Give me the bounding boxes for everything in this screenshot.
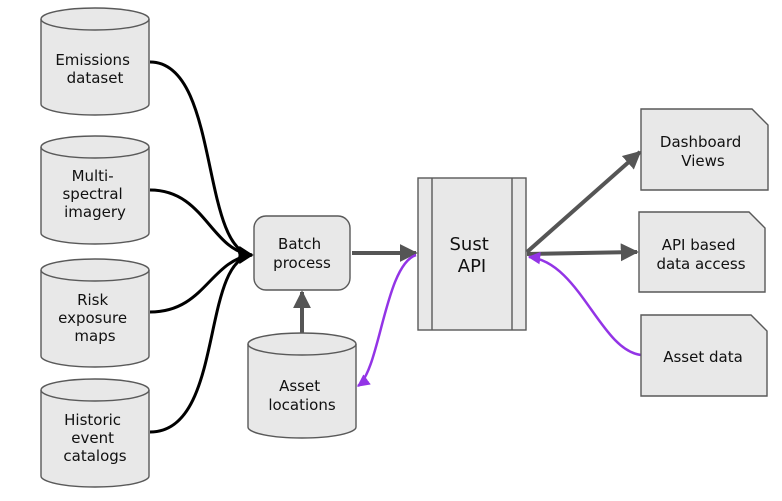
batch-process-node: Batch process: [253, 215, 351, 291]
asset-data-line-1: Asset data: [663, 348, 743, 366]
connectors: [149, 60, 642, 434]
api-label: Sust API: [449, 234, 494, 277]
risk-line-1: Risk: [77, 291, 108, 309]
source-historic-event-catalogs: Historic event catalogs: [40, 378, 150, 488]
output-dashboard-views: Dashboard Views: [640, 108, 769, 191]
dashboard-label: Dashboard Views: [660, 133, 746, 170]
api-line-1: Sust: [449, 234, 488, 255]
asset-locations-line-2: locations: [268, 396, 336, 414]
edge-asset-data-to-api: [527, 251, 642, 357]
api-access-label: API based data access: [656, 236, 745, 273]
multispectral-line-2: spectral: [62, 185, 122, 203]
source-emissions-dataset: Emissions dataset: [40, 7, 150, 116]
edge-api-to-api-access: [526, 243, 639, 262]
emissions-line-1: Emissions: [55, 51, 130, 69]
edge-api-to-asset-locations: [356, 253, 417, 388]
api-access-line-2: data access: [656, 255, 745, 273]
asset-locations-db: Asset locations: [247, 332, 357, 439]
batch-label: Batch process: [273, 235, 331, 272]
source-risk-exposure-maps: Risk exposure maps: [40, 258, 150, 368]
historic-label: Historic event catalogs: [63, 411, 126, 465]
emissions-line-2: dataset: [67, 69, 124, 87]
risk-line-2: exposure: [58, 309, 127, 327]
output-api-data-access: API based data access: [638, 211, 766, 293]
asset-locations-label: Asset locations: [268, 377, 336, 414]
emissions-label: Emissions dataset: [55, 51, 134, 87]
risk-line-3: maps: [74, 327, 115, 345]
multispectral-label: Multi- spectral imagery: [62, 167, 127, 221]
risk-label: Risk exposure maps: [58, 291, 132, 345]
historic-line-3: catalogs: [63, 447, 126, 465]
edge-emissions-to-batch: [149, 60, 254, 262]
api-access-line-1: API based: [662, 236, 736, 254]
historic-line-2: event: [71, 429, 114, 447]
multispectral-line-1: Multi-: [72, 167, 114, 185]
asset-locations-line-1: Asset: [279, 377, 320, 395]
sust-api-node: Sust API: [417, 177, 527, 331]
multispectral-line-3: imagery: [64, 203, 126, 221]
source-multispectral-imagery: Multi- spectral imagery: [40, 135, 150, 245]
batch-line-1: Batch: [278, 235, 321, 253]
dashboard-line-1: Dashboard: [660, 133, 741, 151]
edge-historic-to-batch: [149, 248, 254, 434]
edge-api-to-dashboard: [525, 150, 642, 254]
batch-line-2: process: [273, 254, 331, 272]
dashboard-line-2: Views: [681, 152, 725, 170]
historic-line-1: Historic: [64, 411, 121, 429]
input-asset-data: Asset data: [640, 314, 768, 397]
asset-data-label: Asset data: [663, 348, 743, 366]
api-line-2: API: [458, 256, 486, 277]
